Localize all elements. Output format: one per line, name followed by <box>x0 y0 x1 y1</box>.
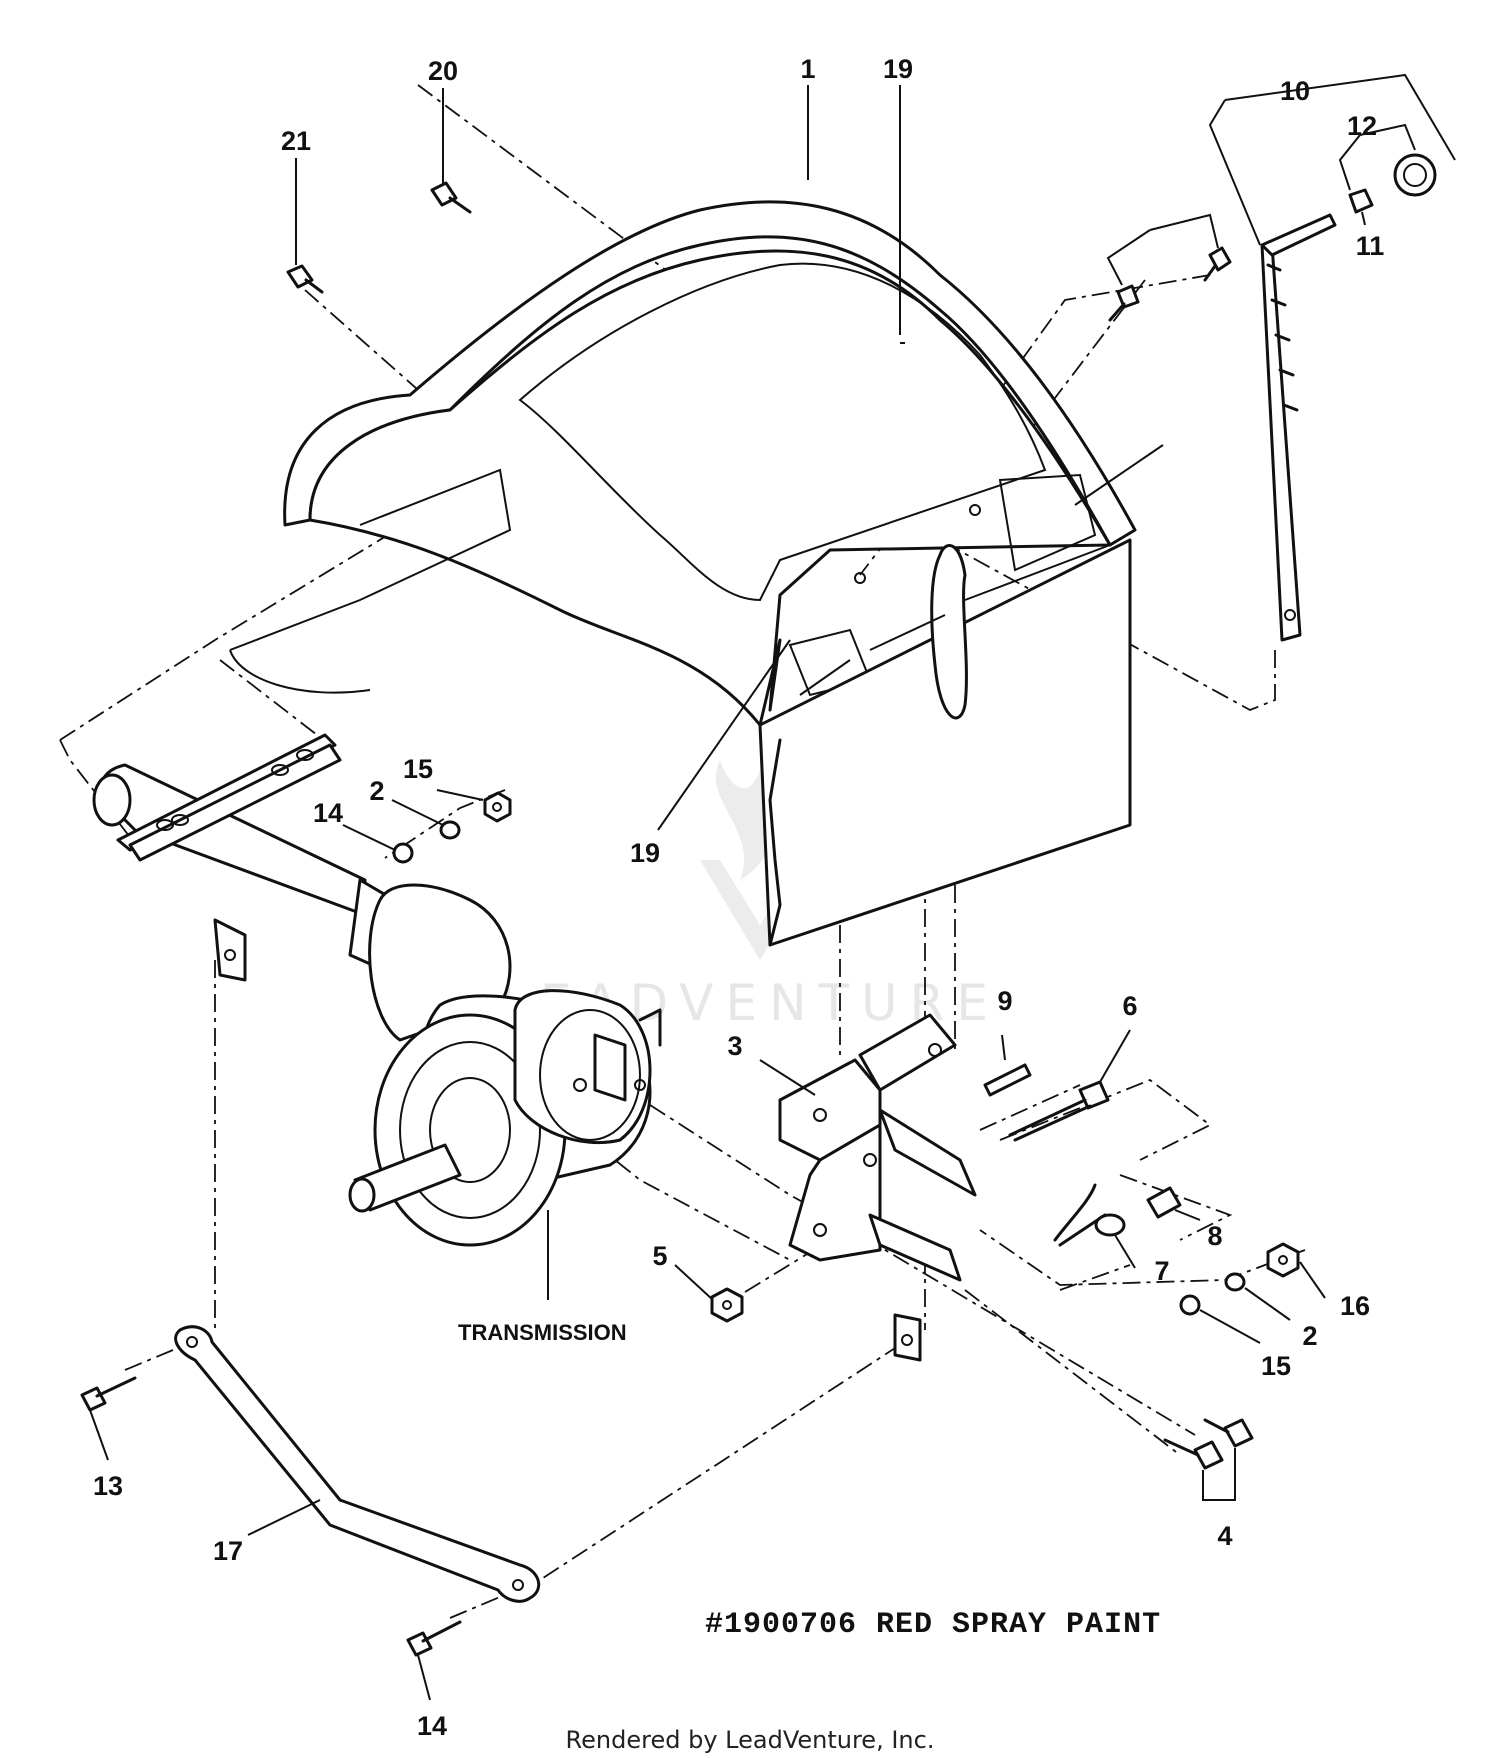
callout-13-lower: 14 <box>417 1711 447 1741</box>
bolt-19-left <box>286 264 324 294</box>
leader-lines <box>89 73 1456 1701</box>
nut-5 <box>710 1287 744 1323</box>
depth-bracket <box>778 1013 977 1362</box>
spacer-14-upper <box>392 842 414 864</box>
bolt-6 <box>1008 1080 1110 1142</box>
bolt-13-upper <box>80 1376 137 1412</box>
callout-6: 6 <box>1122 991 1137 1021</box>
washer-2-upper <box>439 820 461 840</box>
bolt-20-b <box>1203 246 1232 282</box>
callout-16: 17 <box>213 1536 243 1566</box>
callouts: 1 19 20 21 10 12 11 19 15 2 14 9 6 3 8 7… <box>93 54 1384 1741</box>
hardware <box>80 181 1300 1657</box>
pin-8 <box>1146 1186 1182 1219</box>
bolt-20-a <box>1108 284 1140 322</box>
bolt-19-upper <box>430 181 472 214</box>
callout-1: 1 <box>800 54 815 84</box>
callout-3: 3 <box>727 1031 742 1061</box>
spring-7 <box>1053 1183 1126 1247</box>
callout-2-lower: 2 <box>1302 1321 1317 1351</box>
paint-note: #1900706 RED SPRAY PAINT <box>705 1608 1161 1642</box>
pin-9 <box>983 1063 1032 1097</box>
callout-15-lower: 16 <box>1340 1291 1370 1321</box>
depth-bar <box>1260 153 1437 642</box>
callout-15-upper: 15 <box>403 754 433 784</box>
callout-11: 11 <box>1356 231 1385 261</box>
nut-15-upper <box>483 791 512 823</box>
nut-15-lower <box>1266 1242 1300 1278</box>
bolt-4-b <box>1163 1438 1224 1470</box>
callout-5: 5 <box>652 1241 667 1271</box>
brace-bar-16 <box>174 1325 541 1603</box>
callout-13-upper: 13 <box>93 1471 123 1501</box>
callout-10: 10 <box>1280 76 1310 106</box>
callout-18: 19 <box>630 838 660 868</box>
washer-2-lower <box>1224 1272 1246 1292</box>
callout-2-upper: 2 <box>369 776 384 806</box>
transmission-label: TRANSMISSION <box>458 1320 627 1345</box>
callout-7: 7 <box>1154 1256 1169 1286</box>
bolt-4-a <box>1203 1418 1254 1448</box>
bolt-13-lower <box>406 1620 462 1657</box>
callout-9: 9 <box>997 986 1012 1016</box>
callout-8: 8 <box>1207 1221 1222 1251</box>
callout-19-upper: 20 <box>428 56 458 86</box>
callout-4: 4 <box>1217 1521 1232 1551</box>
spacer-14-lower <box>1179 1294 1201 1316</box>
callout-17: 19 <box>883 54 913 84</box>
callout-14-upper: 14 <box>313 798 343 828</box>
callout-19-left: 21 <box>281 126 311 156</box>
footer-credit: Rendered by LeadVenture, Inc. <box>566 1726 935 1754</box>
callout-12: 12 <box>1347 111 1377 141</box>
tail-flap <box>758 538 1132 947</box>
fender <box>229 200 1137 727</box>
callout-14-lower: 15 <box>1261 1351 1291 1381</box>
transmission <box>348 883 662 1300</box>
